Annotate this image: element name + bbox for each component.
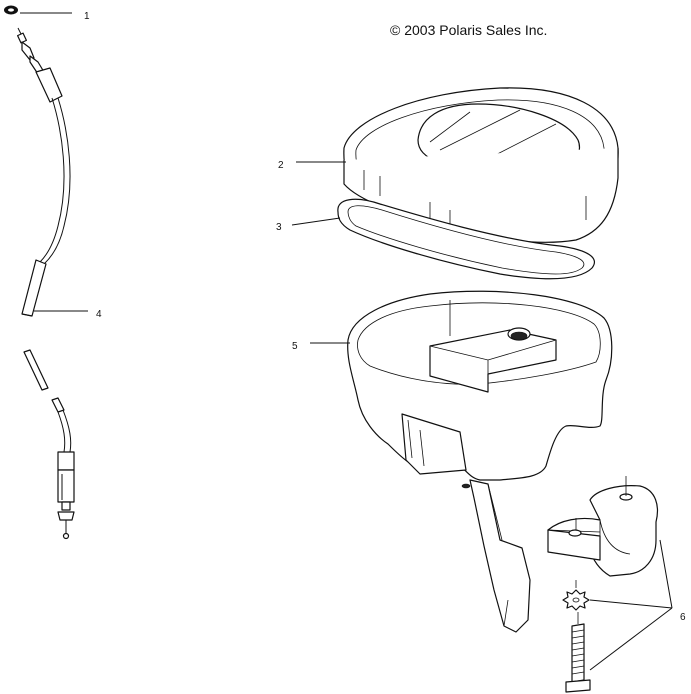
clamp-part [547, 476, 659, 577]
o-ring-part [4, 5, 18, 15]
star-washer-part [562, 580, 590, 611]
copyright-notice: © 2003 Polaris Sales Inc. [390, 22, 548, 38]
callout-5: 5 [292, 341, 298, 352]
screw-part [565, 612, 591, 693]
callout-6: 6 [680, 612, 686, 623]
throttle-cable-upper [16, 27, 71, 317]
throttle-cable-lower [23, 349, 75, 540]
callout-1: 1 [84, 11, 90, 22]
callout-2: 2 [278, 160, 284, 171]
throttle-housing-part [347, 290, 613, 633]
callout-3: 3 [276, 222, 282, 233]
gasket-part [337, 198, 595, 280]
leader-lines-6 [589, 539, 673, 671]
callout-4: 4 [96, 309, 102, 320]
housing-cover-part [343, 87, 619, 243]
leader-line-3 [291, 217, 341, 226]
